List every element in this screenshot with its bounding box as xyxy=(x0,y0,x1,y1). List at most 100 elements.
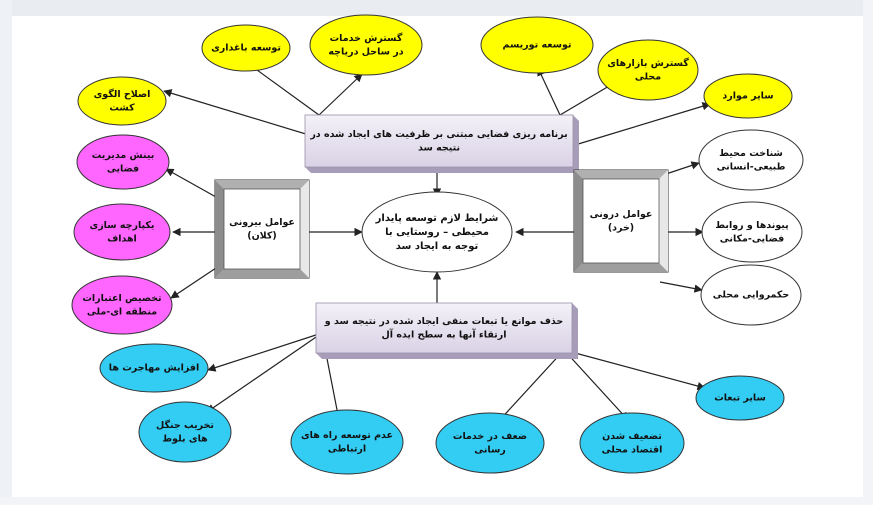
yellow-node-5: سایر موارد xyxy=(703,73,793,119)
top-band-label-line-0: برنامه ریزی فضایی مبتنی بر ظرفیت های ایج… xyxy=(309,129,567,140)
cyan-node-3: ضعف در خدمات رسانی xyxy=(435,412,545,474)
white-node-0: شناخت محیط طبیعی-انسانی xyxy=(698,129,804,191)
center-node-shape xyxy=(361,191,513,273)
cyan-node-4-label-line-1: اقتصاد محلی xyxy=(602,444,663,455)
yellow-node-1-label-line-0: توسعه باغداری xyxy=(211,43,281,54)
cyan-node-1-label-line-0: تخریب جنگل xyxy=(156,419,214,431)
white-node-0-shape xyxy=(698,129,804,191)
left-frame-box-label-line-1: (کلان) xyxy=(247,230,277,241)
left-frame-box-bevel-left xyxy=(215,180,224,278)
connector-left-to-node-0 xyxy=(165,168,217,198)
white-node-1-label-line-1: فضایی-مکانی xyxy=(720,233,784,244)
right-frame-box: عوامل درونی (خرد) xyxy=(573,169,669,273)
window-left-border xyxy=(0,0,12,505)
yellow-node-0-shape xyxy=(77,76,167,126)
cyan-node-1-shape xyxy=(138,401,232,463)
right-frame-box-bevel-top xyxy=(574,170,668,179)
yellow-node-4-label-line-0: گسترش بازارهای xyxy=(607,57,689,69)
connector-top-to-node-5 xyxy=(564,102,711,149)
cyan-node-0-shape xyxy=(99,343,209,393)
left-frame-box-label-line-0: عوامل بیرونی xyxy=(229,217,295,228)
magenta-node-2-shape xyxy=(71,275,173,335)
white-node-0-label-line-0: شناخت محیط xyxy=(719,148,783,159)
cyan-node-4-shape xyxy=(579,412,685,474)
connector-bottom-to-node-4 xyxy=(563,349,629,421)
white-node-2-label-line-0: حکمروایی محلی xyxy=(713,290,790,301)
right-frame-box-bevel-left xyxy=(574,170,583,272)
cyan-node-1: تخریب جنگل های بلوط xyxy=(138,401,232,463)
yellow-node-1: توسعه باغداری xyxy=(201,24,291,72)
center-node-label-line-2: توجه به ایجاد سد xyxy=(396,241,479,252)
right-frame-box-label-line-0: عوامل درونی xyxy=(590,209,653,220)
magenta-node-0-shape xyxy=(76,134,170,190)
yellow-node-4-shape xyxy=(597,39,699,101)
cyan-node-5: سایر تبعات xyxy=(695,375,785,421)
cyan-node-4: تضعیف شدن اقتصاد محلی xyxy=(579,412,685,474)
cyan-node-0: افزایش مهاجرت ها xyxy=(99,343,209,393)
magenta-node-2-label-line-1: منطقه ای-ملی xyxy=(87,306,157,317)
yellow-node-2-shape xyxy=(309,14,423,76)
magenta-node-1: یکپارچه سازی اهداف xyxy=(73,203,171,261)
right-frame-box-bevel-bottom xyxy=(574,263,668,272)
right-frame-box-label-line-1: (خرد) xyxy=(608,222,634,233)
window-bottom-border xyxy=(0,497,873,505)
connector-top-to-node-2 xyxy=(318,73,363,116)
yellow-node-3-label-line-0: توسعه توریسم xyxy=(503,40,572,51)
connector-bottom-to-node-0 xyxy=(207,332,323,372)
connector-bottom-to-node-3 xyxy=(496,349,565,424)
connector-right-to-node-2 xyxy=(659,281,703,293)
cyan-node-0-label-line-0: افزایش مهاجرت ها xyxy=(109,363,199,374)
white-node-1-shape xyxy=(701,201,803,263)
magenta-node-1-label-line-0: یکپارچه سازی xyxy=(89,220,154,231)
cyan-node-5-shape xyxy=(695,375,785,421)
magenta-node-0-label-line-1: فضایی xyxy=(107,163,139,174)
cyan-node-4-label-line-0: تضعیف شدن xyxy=(602,431,662,442)
magenta-node-2-label-line-0: تخصیص اعتبارات xyxy=(82,293,161,304)
right-frame-box-inner xyxy=(582,178,660,264)
yellow-node-0-label-line-0: اصلاح الگوی xyxy=(94,88,151,100)
center-node-label-line-0: شرایط لازم توسعه پایدار xyxy=(375,213,499,224)
yellow-node-2: گسترش خدمات در ساحل دریاچه xyxy=(309,14,423,76)
magenta-node-2: تخصیص اعتبارات منطقه ای-ملی xyxy=(71,275,173,335)
cyan-node-1-label-line-1: های بلوط xyxy=(162,433,208,444)
bottom-band: حذف موانع یا تبعات منفی ایجاد شده در نتی… xyxy=(315,302,578,359)
yellow-node-3-shape xyxy=(480,16,594,74)
cyan-node-3-shape xyxy=(435,412,545,474)
connector-bottom-to-node-5 xyxy=(563,349,706,391)
cyan-node-2-shape xyxy=(290,409,404,475)
cyan-node-2-label-line-0: عدم توسعه راه های xyxy=(301,430,393,441)
white-node-1: پیوندها و روابط فضایی-مکانی xyxy=(701,201,803,263)
cyan-node-3-label-line-0: ضعف در خدمات xyxy=(453,431,527,442)
yellow-node-1-shape xyxy=(201,24,291,72)
connector-top-to-node-0 xyxy=(163,89,320,139)
top-band-face xyxy=(304,114,574,168)
cyan-node-5-label-line-0: سایر تبعات xyxy=(714,393,766,404)
connector-left-to-node-2 xyxy=(170,267,217,299)
yellow-node-2-label-line-0: گسترش خدمات xyxy=(330,32,403,44)
magenta-node-1-label-line-1: اهداف xyxy=(107,233,137,244)
white-node-1-label-line-0: پیوندها و روابط xyxy=(715,220,789,231)
bottom-band-face xyxy=(315,302,573,354)
left-frame-box: عوامل بیرونی (کلان) xyxy=(214,179,310,279)
right-frame-box-bevel-right xyxy=(659,170,668,272)
cyan-node-3-label-line-1: رسانی xyxy=(474,444,506,455)
white-node-0-label-line-1: طبیعی-انسانی xyxy=(717,161,786,172)
window-top-border xyxy=(0,0,873,16)
connector-top-to-node-1 xyxy=(245,61,320,116)
yellow-node-4-label-line-1: محلی xyxy=(635,71,661,82)
left-frame-box-bevel-right xyxy=(300,180,309,278)
connector-top-to-node-3 xyxy=(537,67,561,116)
top-band: برنامه ریزی فضایی مبتنی بر ظرفیت های ایج… xyxy=(304,114,579,173)
left-frame-box-bevel-top xyxy=(215,180,309,189)
window-right-border xyxy=(863,0,873,505)
yellow-node-2-label-line-1: در ساحل دریاچه xyxy=(328,46,403,57)
left-frame-box-bevel-bottom xyxy=(215,269,309,278)
white-node-2-shape xyxy=(700,264,802,326)
white-node-2: حکمروایی محلی xyxy=(700,264,802,326)
